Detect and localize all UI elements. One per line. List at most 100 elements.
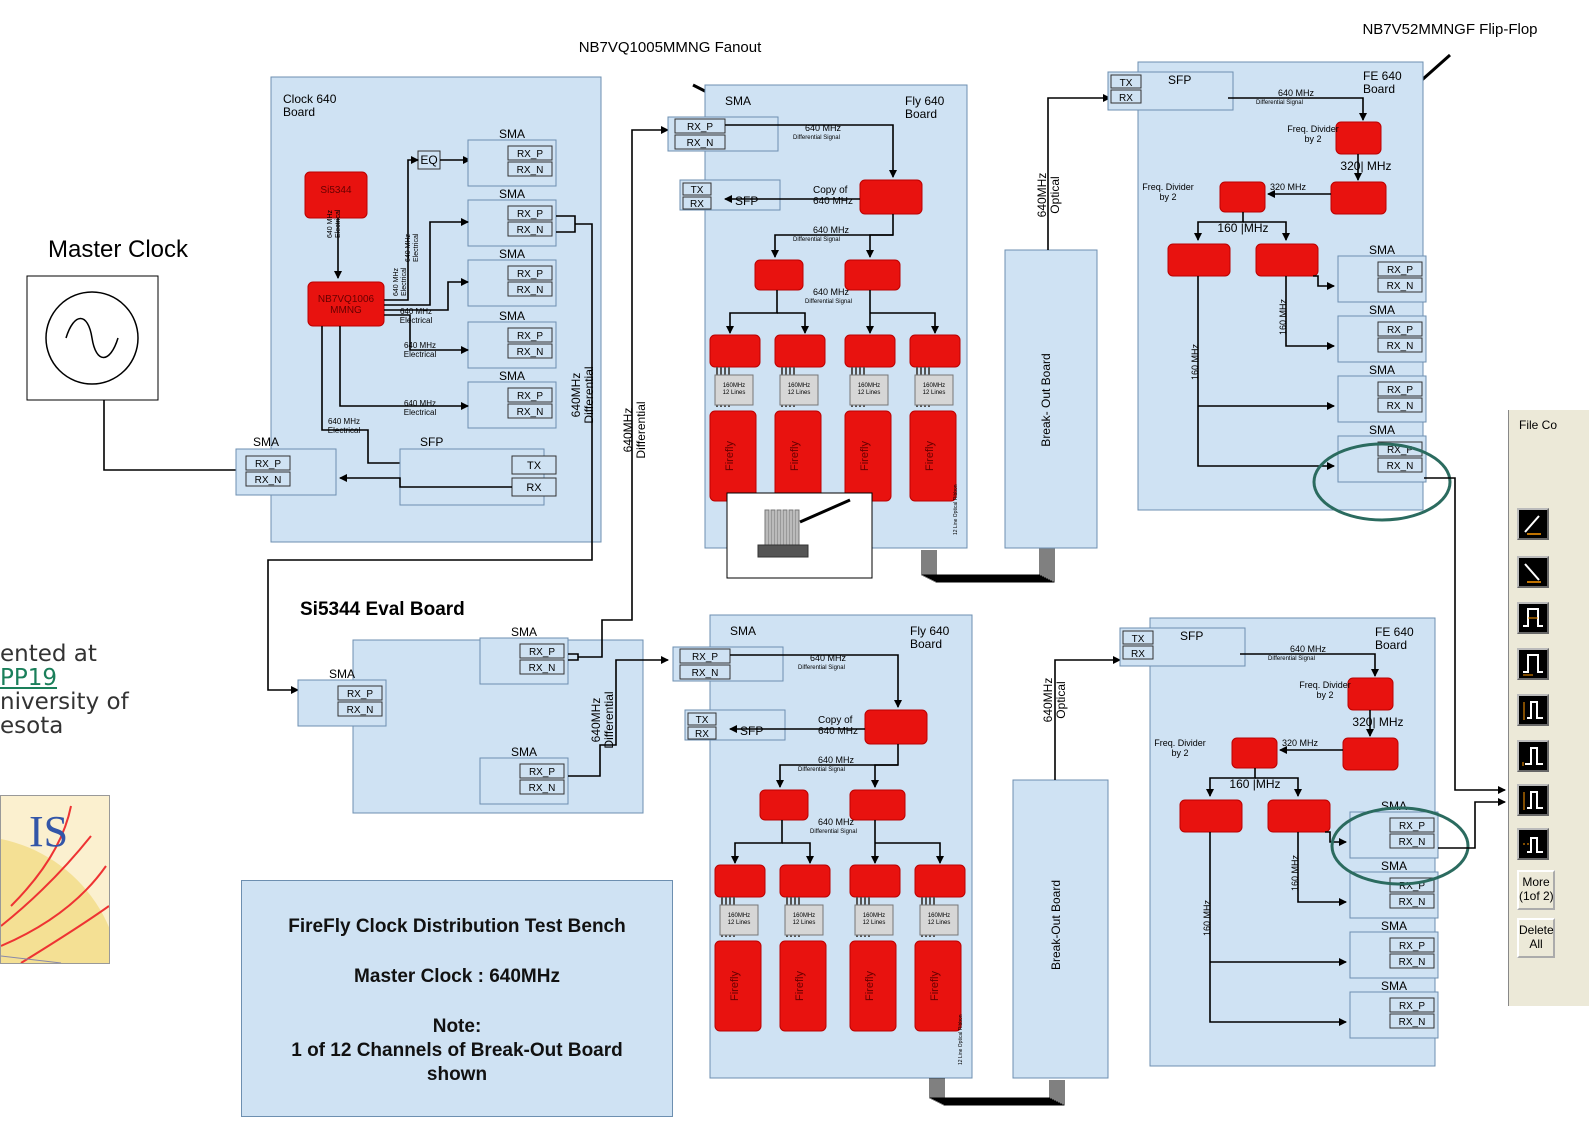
sma-label: SMA <box>1369 363 1395 377</box>
master-clock-out <box>104 400 244 470</box>
heatsink-fin <box>795 510 799 545</box>
diff-label: Differential Signal <box>798 665 845 671</box>
optical-label: 640MHzOptical <box>1035 173 1062 218</box>
pulse-width-icon[interactable] <box>1517 602 1549 634</box>
rx-label: RX <box>690 199 704 210</box>
lines-label: 160MHz12 Lines <box>728 913 751 926</box>
rx-n-label: RX_N <box>529 663 556 674</box>
sig-label: 640 MHz <box>813 225 850 235</box>
fall-edge-icon[interactable] <box>1517 556 1549 588</box>
rx-p-label: RX_P <box>1399 941 1425 952</box>
diff-label: Differential Signal <box>793 237 840 243</box>
sma-label: SMA <box>499 369 525 383</box>
tx-label: TX <box>1132 634 1145 645</box>
tx-label: TX <box>527 460 542 472</box>
break-out-title: Break-Out Board <box>1049 880 1063 970</box>
more-button[interactable]: More (1of 2) <box>1517 870 1555 910</box>
rx-n-label: RX_N <box>529 783 556 794</box>
sma-label: SMA <box>499 127 525 141</box>
firefly-fanout-chip <box>710 335 760 367</box>
sma-label: SMA <box>730 624 756 638</box>
lines-label: 160MHz12 Lines <box>863 913 886 926</box>
eq-label: EQ <box>420 153 437 167</box>
sfp-label: SFP <box>420 435 443 449</box>
fanout-chip <box>1268 800 1330 832</box>
heatsink-fin <box>777 510 781 545</box>
rx-n-label: RX_N <box>517 165 544 176</box>
rx-n-label: RX_N <box>1399 837 1426 848</box>
scope-menu[interactable]: File Co <box>1519 418 1557 432</box>
note-title: FireFly Clock Distribution Test Bench <box>242 915 672 939</box>
lines-label: 160MHz12 Lines <box>928 913 951 926</box>
rx-n-label: RX_N <box>1399 1017 1426 1028</box>
freq-label: 160 |MHz <box>1217 221 1268 235</box>
master-clock-label: Master Clock <box>48 236 189 263</box>
nb7v52-flipflop <box>1220 182 1265 212</box>
presentation-credit: ented at PP19 niversity of esota <box>0 642 129 738</box>
rx-p-label: RX_P <box>1387 265 1413 276</box>
freq-label: 320 MHz <box>1270 182 1307 192</box>
rx-n-label: RX_N <box>1387 461 1414 472</box>
note-master-clock: Master Clock : 640MHz <box>242 965 672 989</box>
sma-label: SMA <box>1369 423 1395 437</box>
period-icon[interactable] <box>1517 694 1549 726</box>
freq-label: 160 MHz <box>1278 298 1288 335</box>
tx-label: TX <box>691 185 704 196</box>
rx-n-label: RX_N <box>347 705 374 716</box>
rms-icon[interactable] <box>1517 828 1549 860</box>
rx-p-label: RX_P <box>517 391 543 402</box>
fanout-chip <box>1180 800 1242 832</box>
firefly-label: Firefly <box>864 971 876 1001</box>
credit-line-4: esota <box>0 714 129 738</box>
heatsink-fin <box>765 510 769 545</box>
optical-ribbon <box>928 545 1046 578</box>
rx-p-label: RX_P <box>255 459 281 470</box>
eval-board-title: Si5344 Eval Board <box>300 599 465 620</box>
sma-label: SMA <box>499 187 525 201</box>
nb7v52-flipflop <box>1232 738 1277 768</box>
optical-ribbon <box>924 545 1042 576</box>
credit-line-3: niversity of <box>0 690 129 714</box>
duty-cycle-icon[interactable] <box>1517 648 1549 680</box>
firefly-label: Firefly <box>794 971 806 1001</box>
firefly-fanout-chip <box>775 335 825 367</box>
conference-link[interactable]: PP19 <box>0 665 57 691</box>
nb7v52-flipflop <box>1336 122 1381 154</box>
fanout-chip <box>755 260 803 290</box>
rx-p-label: RX_P <box>529 647 555 658</box>
rx-n-label: RX_N <box>517 347 544 358</box>
sma-label: SMA <box>1369 243 1395 257</box>
optical-ribbon <box>930 545 1048 579</box>
diff-link-label: 640MHzDifferential <box>569 366 596 423</box>
rx-p-label: RX_P <box>1399 1001 1425 1012</box>
lines-label: 160MHz12 Lines <box>858 383 881 396</box>
sma-label: SMA <box>725 94 751 108</box>
optical-ribbon <box>926 545 1044 577</box>
fanout-chip <box>850 790 905 820</box>
firefly-fanout-chip <box>845 335 895 367</box>
sma-label: SMA <box>329 667 355 681</box>
sig-label: 640 MHz <box>1290 644 1327 654</box>
sig-label: 640 MHzElectrical <box>328 417 361 435</box>
firefly-label: Firefly <box>859 441 871 471</box>
to-scope-ch1 <box>1424 478 1505 790</box>
rx-label: RX <box>1131 649 1145 660</box>
sig-label: 640 MHzElectrical <box>404 341 437 359</box>
test-bench-note: FireFly Clock Distribution Test Bench Ma… <box>241 880 673 1117</box>
heatsink-fin <box>789 510 793 545</box>
diff-label: Differential Signal <box>805 299 852 305</box>
amplitude-icon[interactable] <box>1517 784 1549 816</box>
svg-text:IS: IS <box>29 807 68 856</box>
nb7vq-fanout <box>1343 738 1398 770</box>
rx-n-label: RX_N <box>1399 897 1426 908</box>
sig-label: 640 MHz <box>813 287 850 297</box>
sfp-label: SFP <box>740 724 763 738</box>
optical-ribbon <box>922 545 1040 575</box>
frequency-icon[interactable] <box>1517 740 1549 772</box>
freq-label: 160 MHz <box>1202 899 1212 936</box>
diff-label: Differential Signal <box>1268 656 1315 662</box>
to-scope-ch2 <box>1438 802 1505 848</box>
delete-all-button[interactable]: Delete All <box>1517 918 1555 958</box>
rise-edge-icon[interactable] <box>1517 508 1549 540</box>
